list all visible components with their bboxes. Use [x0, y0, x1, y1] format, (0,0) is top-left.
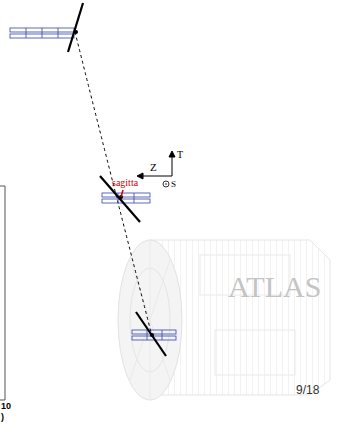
axis-number: 10: [1, 402, 11, 411]
axis-unit: ): [1, 413, 4, 422]
annotation-label: sagitta: [112, 178, 138, 188]
axis-label: Z: [150, 162, 157, 173]
page-number: 9/18: [296, 384, 319, 396]
axis-label: T: [177, 150, 183, 160]
axis-label: S: [171, 180, 176, 189]
watermark: ATLAS: [228, 272, 321, 302]
